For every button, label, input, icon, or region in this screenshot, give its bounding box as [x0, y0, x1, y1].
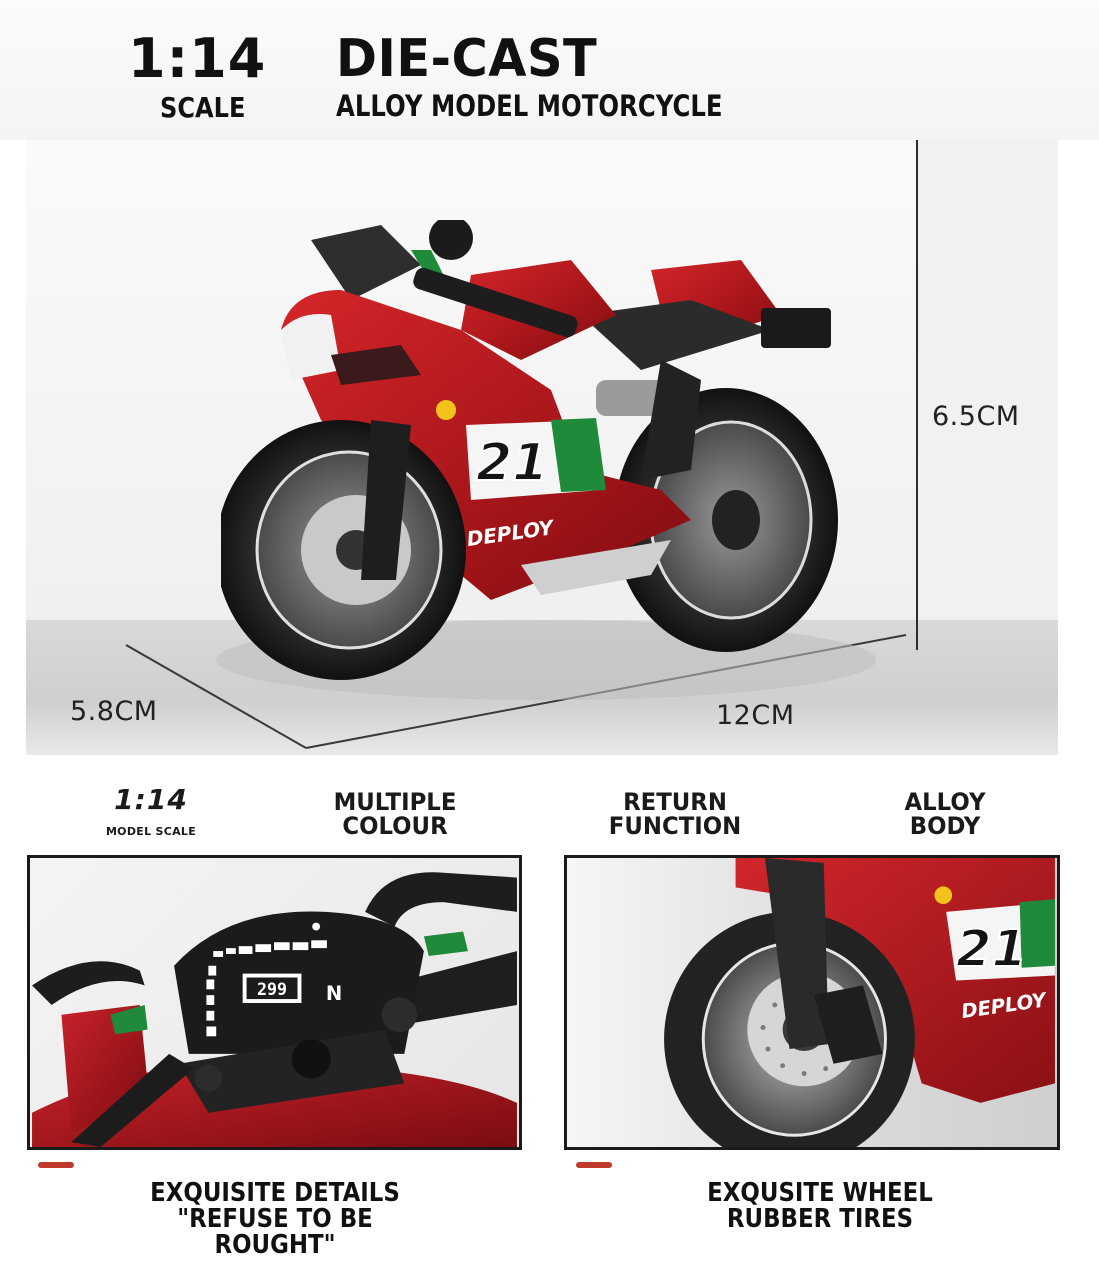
feature-line: BODY [909, 812, 981, 840]
feature-multiple-colour: MULTIPLE COLOUR [305, 790, 486, 838]
caption-exquisite-wheel: EXQUSITE WHEEL RUBBER TIRES [675, 1180, 965, 1232]
feature-return-function: RETURN FUNCTION [590, 790, 761, 838]
scale-ratio: 1:14 [128, 27, 267, 90]
dashboard-closeup-illustration: 299 N [32, 872, 517, 1147]
dashboard-gear: N [326, 982, 342, 1005]
feature-line: RETURN [623, 788, 727, 816]
feature-line: ALLOY [904, 788, 986, 816]
detail-panel-dashboard: 299 N [27, 855, 522, 1150]
feature-scale-label: MODEL SCALE [105, 825, 197, 838]
wheel-closeup-illustration: 21 DEPLOY [664, 858, 1055, 1147]
height-guide-line [916, 140, 918, 650]
caption-line: EXQUISITE DETAILS [150, 1178, 400, 1208]
feature-line: COLOUR [342, 812, 448, 840]
race-number-decal: 21 [956, 920, 1027, 979]
width-dimension: 5.8CM [70, 696, 158, 727]
length-dimension: 12CM [716, 700, 795, 731]
dashboard-speed: 299 [257, 980, 287, 999]
feature-model-scale: 1:14 MODEL SCALE [86, 783, 216, 838]
header: 1:14 SCALE DIE-CAST ALLOY MODEL MOTORCYC… [0, 0, 1099, 140]
caption-exquisite-details: EXQUISITE DETAILS "REFUSE TO BE ROUGHT" [125, 1180, 424, 1258]
scale-label: SCALE [160, 91, 246, 124]
feature-line: MULTIPLE [333, 788, 457, 816]
product-subtitle: ALLOY MODEL MOTORCYCLE [336, 89, 723, 123]
product-title: DIE-CAST [336, 29, 598, 89]
caption-line: RUBBER TIRES [726, 1204, 914, 1234]
race-number-decal: 21 [476, 433, 548, 493]
motorcycle-illustration: 21 DEPLOY [221, 220, 838, 680]
accent-bar [38, 1162, 74, 1168]
detail-panel-wheel: 21 DEPLOY [564, 855, 1060, 1150]
caption-line: EXQUSITE WHEEL [707, 1178, 933, 1208]
accent-bar [576, 1162, 612, 1168]
hero-stage: 21 DEPLOY 6.5CM 5.8CM 12CM [26, 140, 1058, 755]
feature-alloy-body: ALLOY BODY [883, 790, 1007, 838]
feature-line: FUNCTION [608, 812, 742, 840]
caption-line: "REFUSE TO BE ROUGHT" [177, 1204, 373, 1260]
feature-scale-number: 1:14 [114, 783, 188, 816]
height-dimension: 6.5CM [932, 401, 1020, 432]
